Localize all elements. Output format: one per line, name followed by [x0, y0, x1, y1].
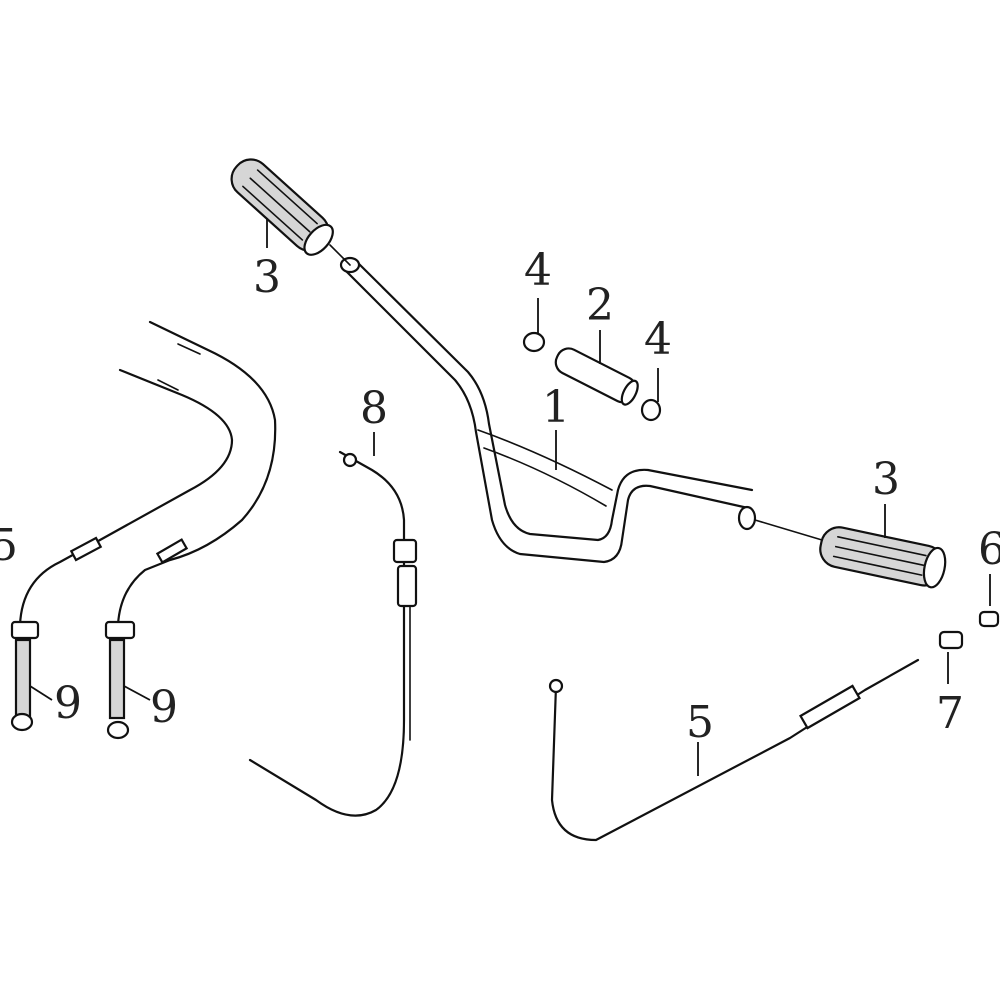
callout-2: 2: [586, 280, 614, 331]
callout-9-left: 9: [54, 678, 82, 729]
callout-7: 7: [936, 688, 964, 739]
callout-5-right: 5: [686, 697, 714, 748]
callout-9-right: 9: [150, 682, 178, 733]
handlebar: [329, 244, 823, 564]
callout-6: 6: [978, 524, 1000, 575]
cable-left-1: [18, 320, 277, 627]
ring-left: [522, 331, 546, 353]
cable-clutch: [548, 658, 920, 842]
nut: [938, 630, 964, 650]
callout-5-left: 5: [0, 520, 18, 571]
grip-left: [230, 158, 334, 256]
callout-4-right: 4: [644, 314, 672, 365]
cable-throttle: [248, 450, 418, 817]
callout-1: 1: [542, 382, 570, 433]
adjuster-right: [104, 620, 136, 740]
handlebar-right-end: [737, 505, 757, 531]
callout-3-right: 3: [872, 454, 900, 505]
callout-3-left: 3: [253, 252, 281, 303]
ring-right: [640, 398, 662, 422]
bolt: [978, 610, 1000, 628]
adjuster-left: [10, 620, 40, 732]
callout-8: 8: [360, 383, 388, 434]
grip-right: [819, 526, 947, 589]
callout-4-left: 4: [524, 245, 552, 296]
handlebar-pad: [554, 347, 639, 406]
